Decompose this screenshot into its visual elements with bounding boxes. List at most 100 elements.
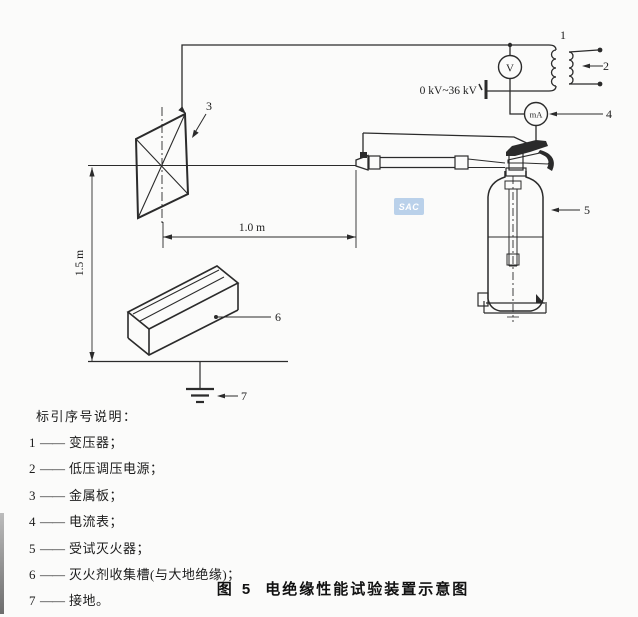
legend-num: 4 — [29, 514, 36, 530]
base-corner-mark — [536, 294, 544, 303]
legend-dash: —— — [40, 540, 65, 556]
ammeter-circle — [523, 101, 549, 127]
valve-spout — [538, 150, 554, 171]
legend-num: 1 — [29, 435, 36, 450]
source-terminal-leads — [568, 49, 599, 85]
dim-arrow-up — [89, 167, 95, 177]
terminal-tick — [478, 83, 483, 91]
legend-num: 7 — [29, 593, 36, 609]
nozzle-wire — [362, 132, 534, 147]
siphon-tube — [508, 189, 518, 267]
base-skirt — [483, 301, 547, 314]
legend-label: 变压器； — [69, 435, 124, 450]
terminal-dot-bottom — [597, 81, 603, 87]
legend-item-1: 1——变压器； — [29, 432, 449, 451]
ammeter-label: mA — [530, 110, 544, 120]
legend-item-3: 3——金属板； — [29, 485, 449, 504]
callout-3: 3 — [206, 99, 212, 113]
legend-label: 灭火剂收集槽(与大地绝缘)； — [69, 566, 241, 582]
voltage-range-label: 0 kV~36 kV — [420, 85, 478, 97]
legend-num: 6 — [29, 566, 36, 582]
callout-4: 4 — [606, 107, 612, 121]
legend-item-7: 7——接地。 — [29, 590, 449, 609]
valve-neck — [505, 167, 527, 177]
legend-dash: —— — [40, 487, 65, 503]
nozzle-clamp — [360, 152, 367, 158]
terminal-dot-top — [597, 47, 603, 53]
callout-7-arrowhead — [217, 393, 225, 399]
body-bottom — [487, 298, 544, 312]
tube-fitting-bottom — [506, 253, 520, 266]
legend-dash: —— — [40, 514, 65, 530]
metal-plate: 3 — [88, 99, 356, 226]
circuit-wires — [181, 44, 557, 152]
voltmeter-label: V — [506, 63, 514, 75]
hv-top-wire — [181, 44, 557, 112]
callout-7: 7 — [241, 389, 247, 403]
primary-coil — [550, 49, 557, 87]
wire-junction-dot — [507, 42, 513, 48]
trough-rim — [126, 265, 240, 330]
legend-label: 低压调压电源； — [69, 461, 164, 477]
legend-item-2: 2——低压调压电源； — [29, 458, 449, 477]
callout-6-dot — [214, 315, 218, 319]
tube-fitting-top — [504, 180, 522, 190]
trough-inner-edges — [132, 269, 225, 322]
ground: 7 — [88, 360, 288, 404]
hose-tube — [380, 156, 455, 169]
legend-num: 5 — [29, 540, 36, 556]
legend-num: 3 — [29, 487, 36, 503]
callout-1: 1 — [560, 28, 566, 42]
collection-trough: 6 — [126, 265, 281, 356]
hose-to-valve — [467, 158, 506, 169]
callout-4-arrowhead — [549, 111, 557, 117]
hose-connector-left — [368, 155, 381, 170]
transformer: 1 2 — [550, 28, 609, 87]
legend: 标引序号说明： 1——变压器； 2——低压调压电源； 3——金属板； 4——电流… — [29, 406, 449, 617]
legend-item-5: 5——受试灭火器； — [29, 538, 449, 557]
callout-3-arrowhead — [192, 129, 199, 138]
dim-1m-label: 1.0 m — [239, 222, 265, 234]
hv-range: 0 kV~36 kV — [420, 80, 488, 99]
wire-arrowhead — [178, 106, 186, 114]
dimension-1m: 1.0 m — [162, 170, 357, 248]
figure-number: 图 5 — [216, 581, 254, 598]
body-left-side — [487, 171, 506, 299]
scan-edge-artifact — [0, 513, 4, 614]
dimension-1-5m: 1.5 m — [74, 167, 95, 361]
legend-item-4: 4——电流表； — [29, 511, 449, 530]
ammeter: mA 4 — [523, 101, 612, 127]
legend-heading: 标引序号说明： — [36, 409, 138, 424]
extinguisher: 5 — [477, 140, 590, 322]
callout-6: 6 — [275, 310, 281, 324]
legend-item-6: 6——灭火剂收集槽(与大地绝缘)； — [29, 564, 449, 583]
dim-extension-lines — [162, 170, 357, 248]
operating-lever — [506, 140, 548, 156]
hose-assembly — [355, 152, 506, 171]
voltmeter: V — [497, 54, 523, 80]
legend-label: 电流表； — [69, 514, 124, 530]
body-right-side — [525, 171, 544, 299]
figure-title: 电绝缘性能试验装置示意图 — [265, 581, 470, 598]
secondary-coil — [568, 51, 574, 85]
dim-arrow-left — [163, 234, 172, 240]
base-foot — [477, 292, 489, 307]
legend-label: 受试灭火器； — [69, 540, 151, 556]
callout-2: 2 — [603, 59, 609, 73]
dim-arrow-right — [347, 234, 356, 240]
callout-5-arrowhead — [551, 207, 559, 213]
hv-bottom-wire — [487, 85, 557, 92]
legend-dash: —— — [40, 566, 65, 582]
legend-dash: —— — [40, 593, 65, 609]
hose-connector-right — [454, 155, 469, 170]
voltmeter-bottom-lead — [509, 78, 525, 115]
figure-caption: 图 5 电绝缘性能试验装置示意图 — [0, 578, 638, 599]
sac-watermark: SAC — [394, 198, 424, 215]
voltmeter-circle — [497, 54, 523, 80]
callout-5: 5 — [584, 203, 590, 217]
legend-label: 金属板； — [69, 487, 124, 503]
legend-num: 2 — [29, 461, 36, 477]
callout-2-arrowhead — [582, 63, 590, 69]
dim-1-5m-label: 1.5 m — [74, 250, 86, 276]
